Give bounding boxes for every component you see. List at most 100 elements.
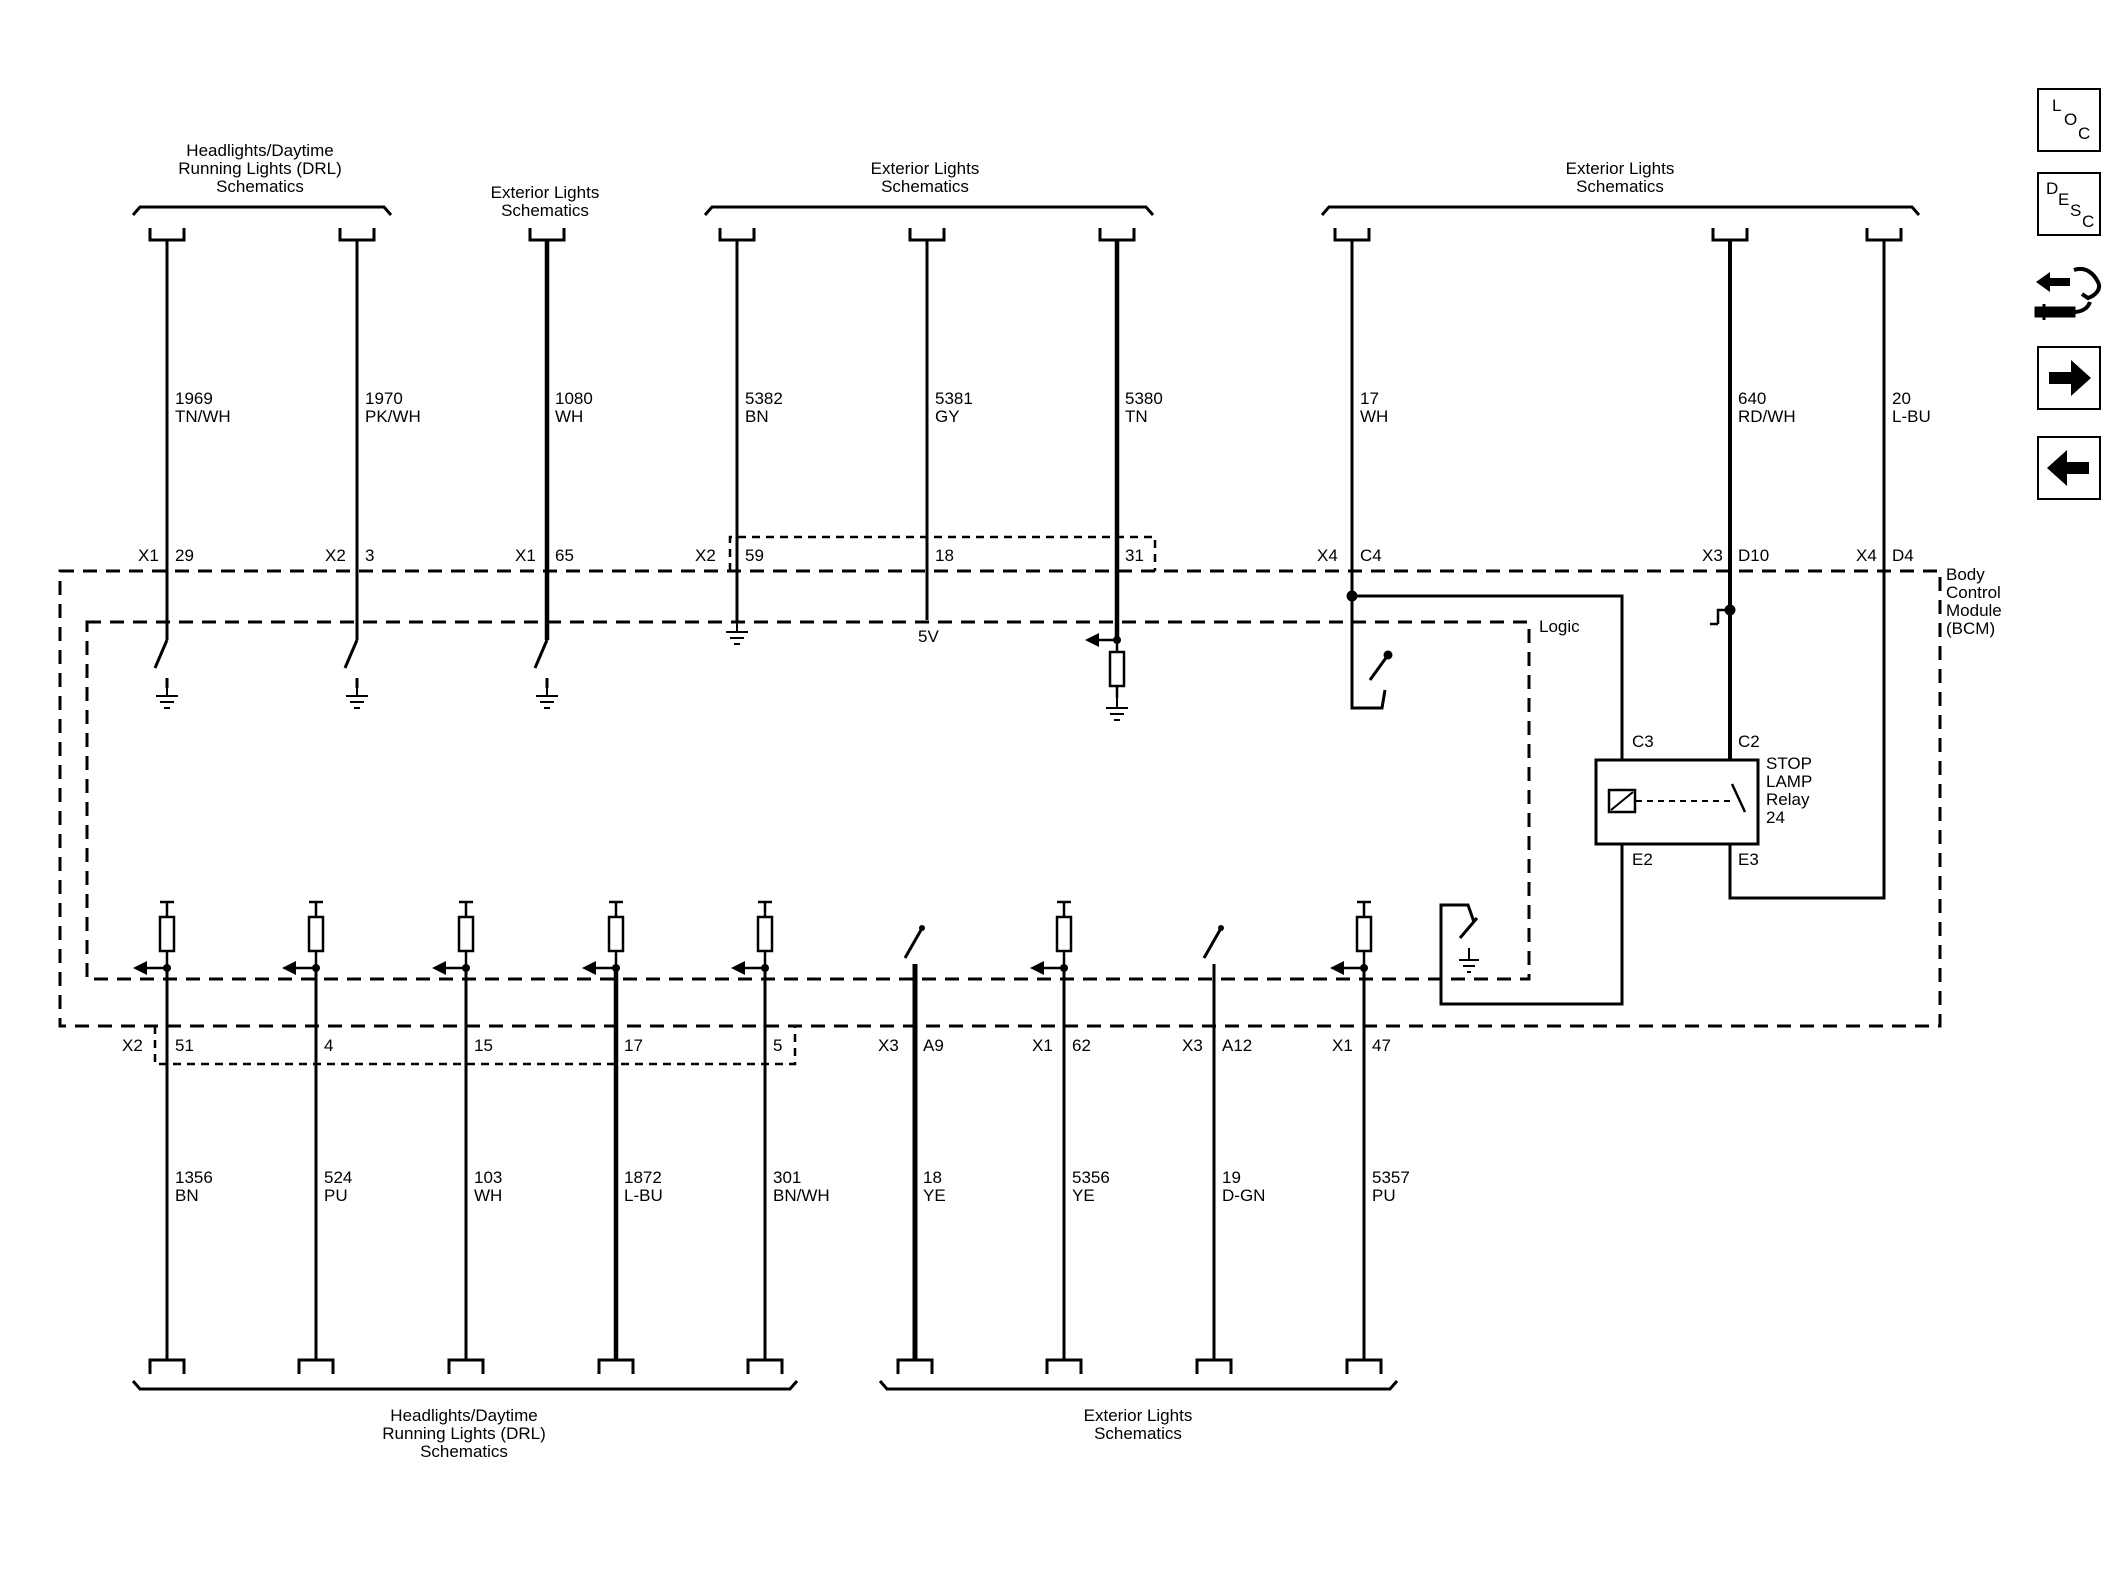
wire-17-to-relay bbox=[1352, 594, 1624, 760]
switch-pivot bbox=[1218, 925, 1224, 931]
connector-outline-top bbox=[728, 535, 1157, 571]
desc-letter: C bbox=[2082, 212, 2095, 231]
wire-color: WH bbox=[1360, 407, 1388, 426]
header-top-drl: Headlights/Daytime Running Lights (DRL) … bbox=[160, 142, 360, 196]
pin-number: 31 bbox=[1125, 546, 1144, 565]
header-line: Exterior Lights bbox=[870, 159, 980, 178]
wire-terminal bbox=[718, 228, 756, 242]
pin-number: D4 bbox=[1892, 546, 1914, 565]
switch-contact bbox=[343, 639, 359, 669]
wire-color: L-BU bbox=[1892, 407, 1931, 426]
ground-logic-switch bbox=[1459, 948, 1479, 973]
header-top-ext1: Exterior Lights Schematics bbox=[465, 184, 625, 220]
header-line: Exterior Lights bbox=[1565, 159, 1675, 178]
logic-label: Logic bbox=[1539, 617, 1580, 636]
connector-id: X2 bbox=[122, 1036, 143, 1055]
header-line: Running Lights (DRL) bbox=[178, 159, 342, 178]
circuit-number: 5382 bbox=[745, 389, 783, 408]
pin-number: 29 bbox=[175, 546, 194, 565]
bottom-bracket-drl bbox=[131, 1380, 799, 1391]
header-line: Schematics bbox=[420, 1442, 508, 1461]
signal-arrow bbox=[731, 961, 745, 975]
circuit-number: 17 bbox=[1360, 389, 1379, 408]
resistor bbox=[1355, 915, 1373, 953]
circuit-number: 5380 bbox=[1125, 389, 1163, 408]
circuit-number: 5357 bbox=[1372, 1168, 1410, 1187]
logic-outline bbox=[85, 620, 1531, 981]
relay-contact bbox=[1730, 783, 1747, 813]
wire-color: PU bbox=[1372, 1186, 1396, 1205]
circuit-number: 19 bbox=[1222, 1168, 1241, 1187]
wire-terminal bbox=[1098, 228, 1136, 242]
switch-contact bbox=[533, 639, 549, 669]
wire-color: L-BU bbox=[624, 1186, 663, 1205]
header-line: Schematics bbox=[501, 201, 589, 220]
wire-terminal bbox=[338, 228, 376, 242]
circuit-number: 1872 bbox=[624, 1168, 662, 1187]
resistor bbox=[1108, 650, 1126, 688]
connector-id: X1 bbox=[1032, 1036, 1053, 1055]
relay-label-line: Relay bbox=[1766, 790, 1810, 809]
ground-symbol bbox=[726, 622, 748, 645]
relay-coil-diag bbox=[1610, 791, 1634, 811]
loc-button[interactable]: L O C bbox=[2037, 88, 2101, 152]
wire-color: BN bbox=[745, 407, 769, 426]
pullup-640 bbox=[1710, 608, 1730, 626]
next-button[interactable] bbox=[2037, 346, 2101, 410]
loc-icon: L O C bbox=[2039, 90, 2099, 150]
pin-number: C4 bbox=[1360, 546, 1382, 565]
desc-button[interactable]: D E S C bbox=[2037, 172, 2101, 236]
wire-relay-e2 bbox=[1439, 844, 1624, 1006]
pin-number: 65 bbox=[555, 546, 574, 565]
wire-terminal bbox=[1865, 228, 1903, 242]
pin-number: A9 bbox=[923, 1036, 944, 1055]
pin-number: 15 bbox=[474, 1036, 493, 1055]
resistor bbox=[307, 915, 325, 953]
resistor bbox=[607, 915, 625, 953]
wire-color: PK/WH bbox=[365, 407, 421, 426]
bottom-bracket-ext bbox=[878, 1380, 1399, 1391]
header-bottom-drl: Headlights/Daytime Running Lights (DRL) … bbox=[364, 1407, 564, 1461]
circuit-number: 1356 bbox=[175, 1168, 213, 1187]
signal-arrow bbox=[133, 961, 147, 975]
desc-letter: D bbox=[2046, 179, 2059, 198]
switch-ground-logic bbox=[1458, 917, 1479, 939]
bcm-label-line: Control bbox=[1946, 583, 2001, 602]
relay-label-line: LAMP bbox=[1766, 772, 1813, 791]
connector-id: X1 bbox=[138, 546, 159, 565]
top-bracket-drl bbox=[131, 205, 393, 216]
pin-number: A12 bbox=[1222, 1036, 1252, 1055]
wire-color: TN bbox=[1125, 407, 1148, 426]
switch-contact bbox=[903, 929, 923, 959]
wire-terminal bbox=[148, 228, 186, 242]
connector-id: X3 bbox=[878, 1036, 899, 1055]
wire-17-lower bbox=[1350, 596, 1387, 710]
wire-terminal bbox=[148, 1358, 186, 1374]
header-line: Exterior Lights bbox=[1083, 1406, 1193, 1425]
previous-button[interactable] bbox=[2037, 436, 2101, 500]
stop-lamp-relay-box bbox=[1594, 758, 1760, 846]
header-line: Schematics bbox=[881, 177, 969, 196]
circuit-number: 5381 bbox=[935, 389, 973, 408]
desc-icon: D E S C bbox=[2039, 174, 2099, 234]
resistor bbox=[457, 915, 475, 953]
header-top-ext2: Exterior Lights Schematics bbox=[845, 160, 1005, 196]
wire-terminal bbox=[1345, 1358, 1383, 1374]
desc-letter: S bbox=[2070, 201, 2082, 220]
relay-label-line: STOP bbox=[1766, 754, 1812, 773]
wire-terminal bbox=[896, 1358, 934, 1374]
desc-letter: E bbox=[2058, 190, 2070, 209]
top-bracket-ext2 bbox=[703, 205, 1155, 216]
signal-arrow bbox=[1030, 961, 1044, 975]
wire-color: TN/WH bbox=[175, 407, 231, 426]
header-line: Running Lights (DRL) bbox=[382, 1424, 546, 1443]
bcm-label: Body Control Module (BCM) bbox=[1946, 566, 2002, 638]
connector-id: X3 bbox=[1182, 1036, 1203, 1055]
relay-coil bbox=[1607, 788, 1637, 814]
header-line: Schematics bbox=[1094, 1424, 1182, 1443]
connector-tool-button[interactable] bbox=[2030, 254, 2106, 330]
connector-id: X1 bbox=[515, 546, 536, 565]
wire-terminal bbox=[447, 1358, 485, 1374]
header-line: Exterior Lights bbox=[490, 183, 600, 202]
connector-outline-bottom bbox=[153, 1026, 797, 1066]
